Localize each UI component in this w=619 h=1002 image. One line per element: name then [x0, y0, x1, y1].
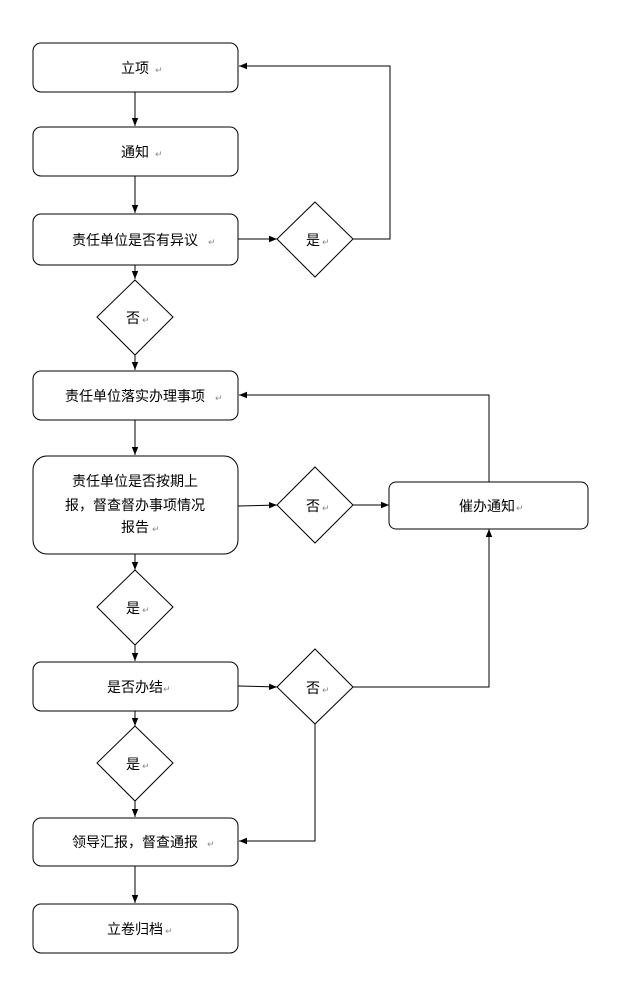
node-anqi: 责任单位是否按期上 报，督查督办事项情况 报告 [32, 455, 239, 555]
node-banjie: 是否办结 [32, 661, 239, 712]
node-anqi-label-line1: 责任单位是否按期上 [72, 474, 198, 490]
node-luoshi-label: 责任单位落实办理事项 [65, 389, 205, 405]
paragraph-mark-icon: ↵ [322, 686, 330, 696]
node-tongzhi: 通知 [32, 126, 239, 177]
paragraph-mark-icon: ↵ [516, 504, 524, 514]
edge-yes1-back-to-lixiang [239, 62, 391, 240]
node-luoshi: 责任单位落实办理事项 [32, 370, 239, 421]
decision-no3-label: 否 [306, 681, 320, 697]
paragraph-mark-icon: ↵ [142, 762, 150, 772]
paragraph-marks: ↵ ↵ ↵ ↵ ↵ ↵ ↵ ↵ ↵ ↵ ↵ ↵ ↵ ↵ ↵ [142, 66, 524, 937]
decision-no2-label: 否 [306, 499, 320, 515]
decision-no2: 否 [276, 466, 354, 544]
paragraph-mark-icon: ↵ [155, 66, 163, 76]
edge-anqi-to-no2 [237, 502, 278, 509]
edge-no3-to-huibao [239, 724, 316, 845]
paragraph-mark-icon: ↵ [152, 525, 160, 535]
decision-yes3: 是 [96, 725, 174, 802]
paragraph-mark-icon: ↵ [142, 316, 150, 326]
edge-banjie-to-no3 [237, 683, 278, 690]
node-huibao: 领导汇报，督查通报 [32, 817, 239, 867]
decision-no1: 否 [96, 279, 174, 356]
decision-yes2: 是 [96, 569, 174, 646]
node-lixiang: 立项 [32, 42, 239, 93]
node-yiyi-label: 责任单位是否有异议 [72, 233, 198, 249]
node-cuiban: 催办通知 [388, 481, 589, 530]
paragraph-mark-icon: ↵ [165, 927, 173, 937]
paragraph-mark-icon: ↵ [163, 685, 171, 695]
node-lixiang-label: 立项 [121, 61, 149, 77]
node-guidang-label: 立卷归档 [107, 921, 163, 938]
node-tongzhi-label: 通知 [121, 144, 149, 161]
node-banjie-label: 是否办结 [107, 680, 163, 696]
node-guidang: 立卷归档 [32, 903, 239, 954]
decision-yes3-label: 是 [126, 757, 140, 773]
paragraph-mark-icon: ↵ [208, 238, 216, 248]
paragraph-mark-icon: ↵ [322, 238, 330, 248]
node-anqi-label-line3: 报告 [121, 520, 149, 536]
node-huibao-label: 领导汇报，督查通报 [72, 835, 198, 851]
edge-no3-to-cuiban [353, 529, 493, 688]
decision-yes1-label: 是 [306, 233, 320, 249]
paragraph-mark-icon: ↵ [322, 504, 330, 514]
decision-yes1: 是 [276, 201, 354, 278]
decision-no1-label: 否 [126, 311, 140, 327]
decision-no3: 否 [276, 648, 354, 725]
node-cuiban-label: 催办通知 [459, 498, 515, 515]
decision-yes2-label: 是 [126, 601, 140, 617]
node-anqi-label-line2: 报，督查督办事项情况 [65, 498, 205, 514]
paragraph-mark-icon: ↵ [142, 606, 150, 616]
paragraph-mark-icon: ↵ [155, 150, 163, 160]
paragraph-mark-icon: ↵ [207, 840, 215, 850]
edges [131, 62, 493, 903]
paragraph-mark-icon: ↵ [215, 394, 223, 404]
node-yiyi: 责任单位是否有异议 [32, 213, 239, 266]
edge-cuiban-back-to-luoshi [239, 391, 490, 482]
